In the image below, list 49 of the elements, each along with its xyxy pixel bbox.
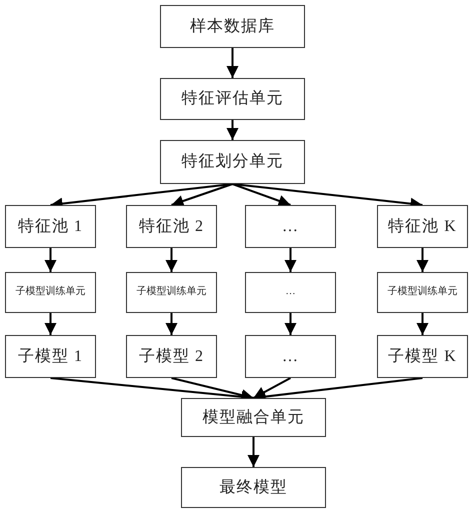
process-box <box>245 205 336 248</box>
box-label: … <box>286 286 296 299</box>
box-label: 特征评估单元 <box>182 89 284 109</box>
arrow <box>253 377 291 399</box>
box-label: 样本数据库 <box>190 16 275 36</box>
box-label: … <box>282 346 299 366</box>
process-box <box>245 272 336 313</box>
process-box <box>160 140 305 184</box>
arrow <box>416 248 428 272</box>
arrow <box>416 313 428 335</box>
arrow <box>171 183 233 207</box>
box-label: 子模型训练单元 <box>16 286 86 299</box>
box-label: 特征池 K <box>388 216 457 236</box>
process-box <box>126 205 217 248</box>
arrow <box>232 183 291 207</box>
arrow <box>284 313 296 335</box>
arrow <box>166 248 178 272</box>
process-box <box>160 5 305 48</box>
box-label: 特征池 2 <box>139 216 204 236</box>
box-label: 特征划分单元 <box>182 152 284 172</box>
box-label: 特征池 1 <box>18 216 83 236</box>
box-label: 子模型 K <box>388 346 457 366</box>
process-box <box>160 78 305 120</box>
process-box <box>5 272 96 313</box>
box-label: 最终模型 <box>220 478 288 498</box>
process-box <box>377 272 468 313</box>
arrow <box>44 313 56 335</box>
box-label: 子模型 1 <box>18 346 83 366</box>
process-box <box>5 205 96 248</box>
box-label: 子模型 2 <box>139 346 204 366</box>
arrow <box>284 248 296 272</box>
process-box <box>181 398 326 437</box>
arrow <box>171 377 254 401</box>
box-label: 子模型训练单元 <box>388 286 458 299</box>
arrow <box>44 248 56 272</box>
box-label: 子模型训练单元 <box>136 286 206 299</box>
process-box <box>126 335 217 378</box>
arrow <box>248 437 260 467</box>
process-box <box>5 335 96 378</box>
arrow <box>166 313 178 335</box>
arrow <box>226 120 238 140</box>
arrow <box>226 48 238 78</box>
box-label: 模型融合单元 <box>202 408 304 428</box>
process-box <box>245 335 336 378</box>
process-box <box>181 467 326 508</box>
box-label: … <box>282 216 299 236</box>
process-box <box>377 335 468 378</box>
process-box <box>126 272 217 313</box>
process-box <box>377 205 468 248</box>
